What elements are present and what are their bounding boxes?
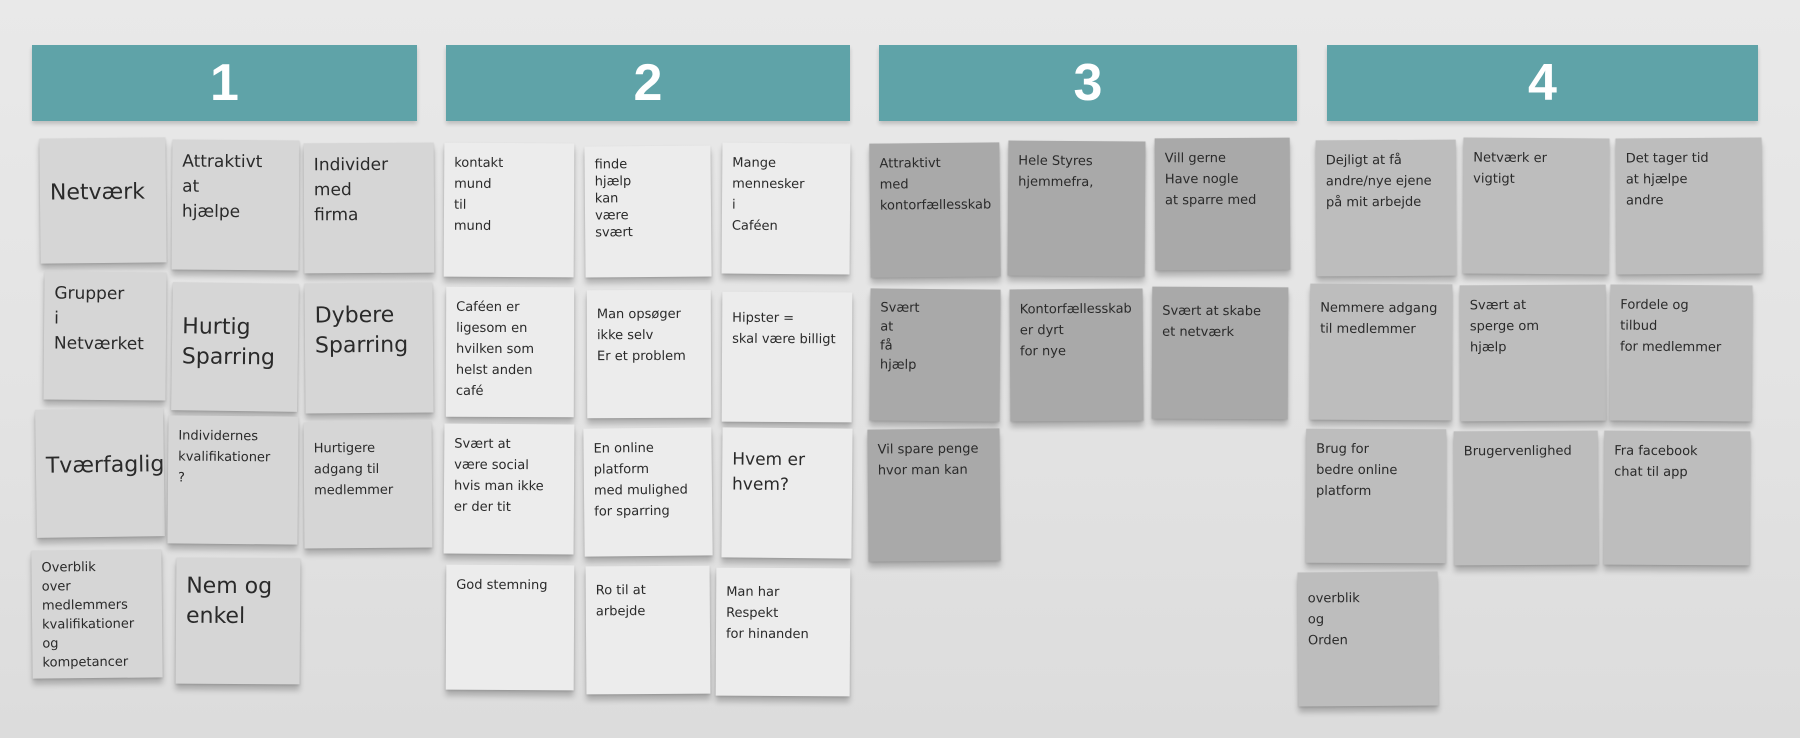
sticky-note: Hvem er hvem? [721, 427, 853, 559]
sticky-note: Dybere Sparring [304, 282, 434, 414]
sticky-note: Ro til at arbejde [585, 565, 711, 695]
sticky-note: Mange mennesker i Caféen [721, 142, 851, 275]
sticky-note: Det tager tid at hjælpe andre [1615, 137, 1763, 275]
sticky-note: Fordele og tilbud for medlemmer [1609, 284, 1753, 422]
sticky-note: Tværfaglig [35, 408, 165, 538]
sticky-note: Brugervenlighed [1453, 430, 1599, 566]
column-header-4: 4 [1327, 45, 1758, 121]
sticky-note: Vill gerne Have nogle at sparre med [1154, 137, 1291, 271]
sticky-note: Attraktivt at hjælpe [171, 139, 300, 271]
sticky-note: Svært at være social hvis man ikke er de… [443, 423, 575, 555]
column-header-1: 1 [32, 45, 417, 121]
sticky-note: Netværk [39, 137, 167, 264]
sticky-note: Man opsøger ikke selv Er et problem [586, 289, 712, 419]
sticky-note: Grupper i Netværket [43, 271, 167, 401]
sticky-note: Vil spare penge hvor man kan [867, 428, 1001, 562]
sticky-note: Svært at sperge om hjælp [1459, 284, 1607, 422]
sticky-note: Fra facebook chat til app [1603, 430, 1751, 566]
sticky-note: Hipster = skal være billigt [721, 291, 853, 423]
sticky-note: Overblik over medlemmers kvalifikationer… [31, 549, 163, 679]
sticky-note: Svært at få hjælp [869, 288, 1001, 422]
sticky-note: Nem og enkel [175, 557, 301, 685]
sticky-note: En online platform med mulighed for spar… [583, 427, 713, 557]
column-header-2: 2 [446, 45, 850, 121]
sticky-note: overblik og Orden [1297, 571, 1439, 707]
sticky-note: God stemning [445, 564, 575, 691]
sticky-note: Dejligt at få andre/nye ejene på mit arb… [1315, 139, 1457, 277]
sticky-note: Hurtig Sparring [171, 282, 299, 412]
sticky-note: Brug for bedre online platform [1305, 428, 1447, 564]
sticky-note: Individernes kvalifikationer ? [167, 415, 299, 545]
sticky-note: Svært at skabe et netværk [1151, 286, 1289, 420]
sticky-note: Attraktivt med kontorfællesskab [869, 142, 1001, 278]
sticky-note: Kontorfællesskab er dyrt for nye [1009, 288, 1144, 422]
sticky-note: Individer med firma [303, 142, 435, 274]
sticky-note: Caféen er ligesom en hvilken som helst a… [445, 286, 575, 418]
sticky-note: Hele Styres hjemmefra, [1007, 140, 1146, 277]
sticky-note: Hurtigere adgang til medlemmer [303, 421, 433, 549]
sticky-note: kontakt mund til mund [443, 142, 575, 278]
sticky-note: Netværk er vigtigt [1462, 137, 1610, 275]
sticky-note: Nemmere adgang til medlemmer [1309, 283, 1453, 421]
sticky-note: finde hjælp kan være svært [584, 145, 712, 278]
sticky-note: Man har Respekt for hinanden [715, 567, 851, 697]
column-header-3: 3 [879, 45, 1297, 121]
